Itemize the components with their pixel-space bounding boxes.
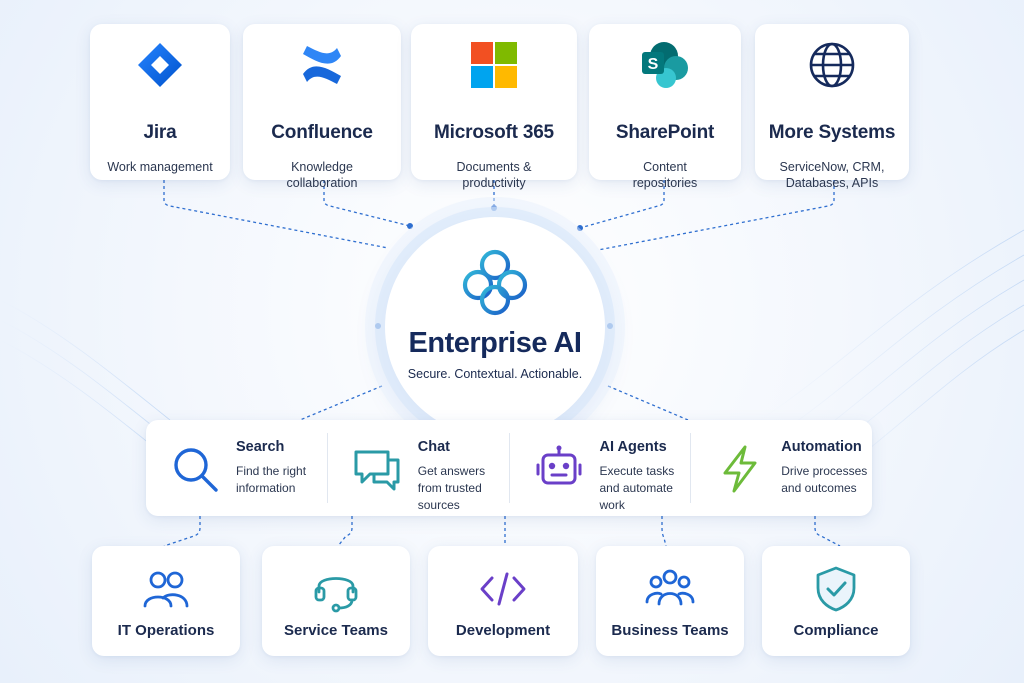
source-desc: ServiceNow, CRM, Databases, APIs bbox=[779, 160, 885, 190]
confluence-icon bbox=[303, 46, 341, 84]
team-title: Development bbox=[455, 622, 551, 639]
connector-hub-right bbox=[607, 385, 689, 421]
connector-team-5 bbox=[814, 516, 841, 547]
capability-desc: Find the right information bbox=[236, 464, 307, 495]
chat-bubbles-icon bbox=[354, 450, 400, 491]
connector-hub-left bbox=[299, 385, 383, 421]
capability-title: Chat bbox=[417, 439, 450, 455]
source-card-more-systems[interactable]: More Systems ServiceNow, CRM, Databases,… bbox=[755, 24, 909, 190]
source-title: Confluence bbox=[271, 122, 373, 143]
capability-automation[interactable]: Automation Drive processes and outcomes bbox=[690, 433, 872, 503]
connector-dot bbox=[407, 223, 413, 229]
enterprise-ai-logo-icon bbox=[462, 249, 528, 316]
connector-dot bbox=[607, 323, 613, 329]
source-desc: Work management bbox=[107, 160, 213, 174]
source-card-jira[interactable]: Jira Work management bbox=[90, 24, 230, 180]
source-title: Jira bbox=[143, 122, 177, 143]
source-title: More Systems bbox=[768, 122, 896, 143]
capability-title: Automation bbox=[781, 439, 862, 455]
code-icon bbox=[480, 572, 526, 606]
microsoft-365-icon bbox=[471, 42, 517, 88]
connector-dot bbox=[577, 225, 583, 231]
source-card-confluence[interactable]: Confluence Knowledge collaboration bbox=[243, 24, 401, 190]
group-icon bbox=[645, 569, 695, 606]
lightning-icon bbox=[723, 445, 757, 493]
search-icon bbox=[174, 448, 218, 492]
hub-title: Enterprise AI bbox=[408, 327, 582, 359]
source-desc: Content repositories bbox=[632, 160, 698, 190]
jira-icon bbox=[138, 43, 182, 87]
svg-text:S: S bbox=[648, 56, 659, 73]
shield-check-icon bbox=[816, 566, 856, 612]
team-title: Service Teams bbox=[284, 622, 388, 639]
team-card-business-teams[interactable]: Business Teams bbox=[596, 546, 744, 656]
globe-icon bbox=[809, 42, 855, 88]
source-desc: Knowledge collaboration bbox=[286, 160, 358, 190]
connector-dot bbox=[491, 205, 497, 211]
team-title: Business Teams bbox=[611, 622, 729, 639]
team-title: Compliance bbox=[793, 622, 879, 639]
team-card-service-teams[interactable]: Service Teams bbox=[262, 546, 410, 656]
capability-search[interactable]: Search Find the right information bbox=[146, 433, 327, 503]
capability-title: AI Agents bbox=[599, 439, 667, 455]
people-icon bbox=[143, 571, 189, 608]
capabilities-bar: Search Find the right information Chat G… bbox=[146, 420, 872, 516]
capability-desc: Execute tasks and automate work bbox=[599, 464, 675, 512]
source-title: Microsoft 365 bbox=[434, 122, 554, 143]
sharepoint-icon: S bbox=[642, 42, 688, 88]
capability-desc: Drive processes and outcomes bbox=[781, 464, 868, 495]
source-card-sharepoint[interactable]: S SharePoint Content repositories bbox=[589, 24, 741, 190]
connector-team-1 bbox=[163, 516, 201, 547]
team-title: IT Operations bbox=[117, 622, 215, 639]
capability-chat[interactable]: Chat Get answers from trusted sources bbox=[326, 433, 509, 512]
source-title: SharePoint bbox=[615, 122, 715, 143]
connector-team-2 bbox=[337, 516, 353, 547]
hub-tagline: Secure. Contextual. Actionable. bbox=[407, 367, 583, 381]
source-card-microsoft365[interactable]: Microsoft 365 Documents & productivity bbox=[411, 24, 577, 190]
capability-ai-agents[interactable]: AI Agents Execute tasks and automate wor… bbox=[508, 433, 691, 512]
capability-title: Search bbox=[236, 439, 285, 455]
source-desc: Documents & productivity bbox=[456, 160, 532, 190]
headset-icon bbox=[314, 577, 358, 613]
team-card-compliance[interactable]: Compliance bbox=[762, 546, 910, 656]
capability-desc: Get answers from trusted sources bbox=[417, 464, 486, 512]
enterprise-ai-hub: Enterprise AI Secure. Contextual. Action… bbox=[385, 217, 605, 437]
team-card-development[interactable]: Development bbox=[428, 546, 578, 656]
connector-team-4 bbox=[661, 516, 667, 547]
robot-icon bbox=[536, 445, 581, 485]
connector-dot bbox=[375, 323, 381, 329]
team-card-it-operations[interactable]: IT Operations bbox=[92, 546, 240, 656]
